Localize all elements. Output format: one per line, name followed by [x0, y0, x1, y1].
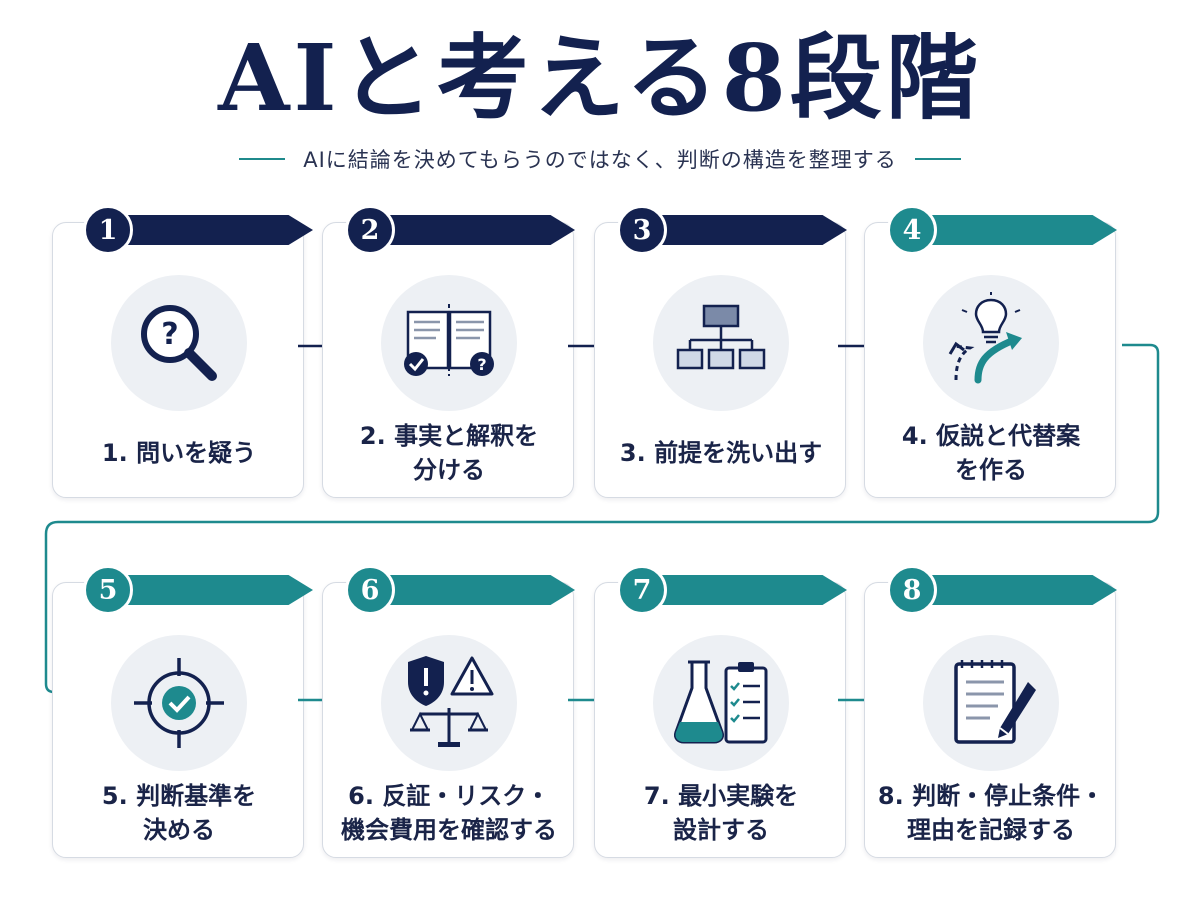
step-card-4: 4 4. 仮説と代替案 を作る	[864, 205, 1117, 498]
step-card-1: 1 ? 1. 問いを疑う	[52, 205, 313, 498]
step-badge: 1	[83, 205, 313, 255]
notebook-pen-icon	[923, 635, 1059, 771]
step-number: 7	[617, 565, 667, 615]
step-card-3: 3 3. 前提を洗い出す	[594, 205, 847, 498]
step-label: 5. 判断基準を 決める	[101, 782, 257, 844]
step-label: 3. 前提を洗い出す	[619, 439, 823, 467]
step-badge-bar	[371, 215, 575, 245]
step-card-8: 8 8. 判断・停止条件・ 理由を記録する	[864, 565, 1117, 858]
step-label: 8. 判断・停止条件・ 理由を記録する	[877, 782, 1105, 844]
shield-warning-scale-icon	[381, 635, 517, 771]
step-card-2: 2 ? 2. 事実と解釈を 分ける	[322, 205, 575, 498]
magnifier-question-icon: ?	[111, 275, 247, 411]
step-card-7: 7 7. 最小実験を 設計する	[594, 565, 847, 858]
step-badge-bar	[913, 215, 1117, 245]
step-number: 3	[617, 205, 667, 255]
step-badge-bar	[109, 215, 313, 245]
step-badge: 6	[345, 565, 575, 615]
step-badge-bar	[643, 575, 847, 605]
step-number: 1	[83, 205, 133, 255]
target-check-icon	[111, 635, 247, 771]
svg-text:?: ?	[477, 355, 486, 374]
step-card-5: 5 5. 判断基準を 決める	[52, 565, 313, 858]
step-card-6: 6 6. 反証・リスク・ 機会費用を確認する	[322, 565, 575, 858]
step-badge-bar	[643, 215, 847, 245]
svg-text:?: ?	[161, 317, 178, 352]
step-number: 5	[83, 565, 133, 615]
step-label: 7. 最小実験を 設計する	[643, 782, 799, 844]
page-title: AIと考える8段階	[218, 24, 982, 132]
step-label: 1. 問いを疑う	[101, 439, 257, 467]
subtitle-left-rule	[239, 158, 286, 160]
step-badge: 4	[887, 205, 1117, 255]
page-subtitle: AIに結論を決めてもらうのではなく、判断の構造を整理する	[303, 148, 897, 172]
open-book-check-question-icon: ?	[381, 275, 517, 411]
step-badge-bar	[371, 575, 575, 605]
step-badge: 7	[617, 565, 847, 615]
step-badge: 3	[617, 205, 847, 255]
subtitle-right-rule	[914, 158, 961, 160]
step-label: 4. 仮説と代替案 を作る	[901, 422, 1081, 484]
subtitle-row: AIに結論を決めてもらうのではなく、判断の構造を整理する	[0, 142, 1200, 176]
step-number: 6	[345, 565, 395, 615]
step-badge: 5	[83, 565, 313, 615]
lightbulb-branch-arrows-icon	[923, 275, 1059, 411]
step-badge: 8	[887, 565, 1117, 615]
step-number: 8	[887, 565, 937, 615]
flask-checklist-icon	[653, 635, 789, 771]
step-badge: 2	[345, 205, 575, 255]
step-number: 2	[345, 205, 395, 255]
hierarchy-tree-icon	[653, 275, 789, 411]
step-badge-bar	[913, 575, 1117, 605]
step-number: 4	[887, 205, 937, 255]
step-badge-bar	[109, 575, 313, 605]
step-label: 6. 反証・リスク・ 機会費用を確認する	[341, 782, 557, 844]
step-label: 2. 事実と解釈を 分ける	[359, 422, 539, 484]
